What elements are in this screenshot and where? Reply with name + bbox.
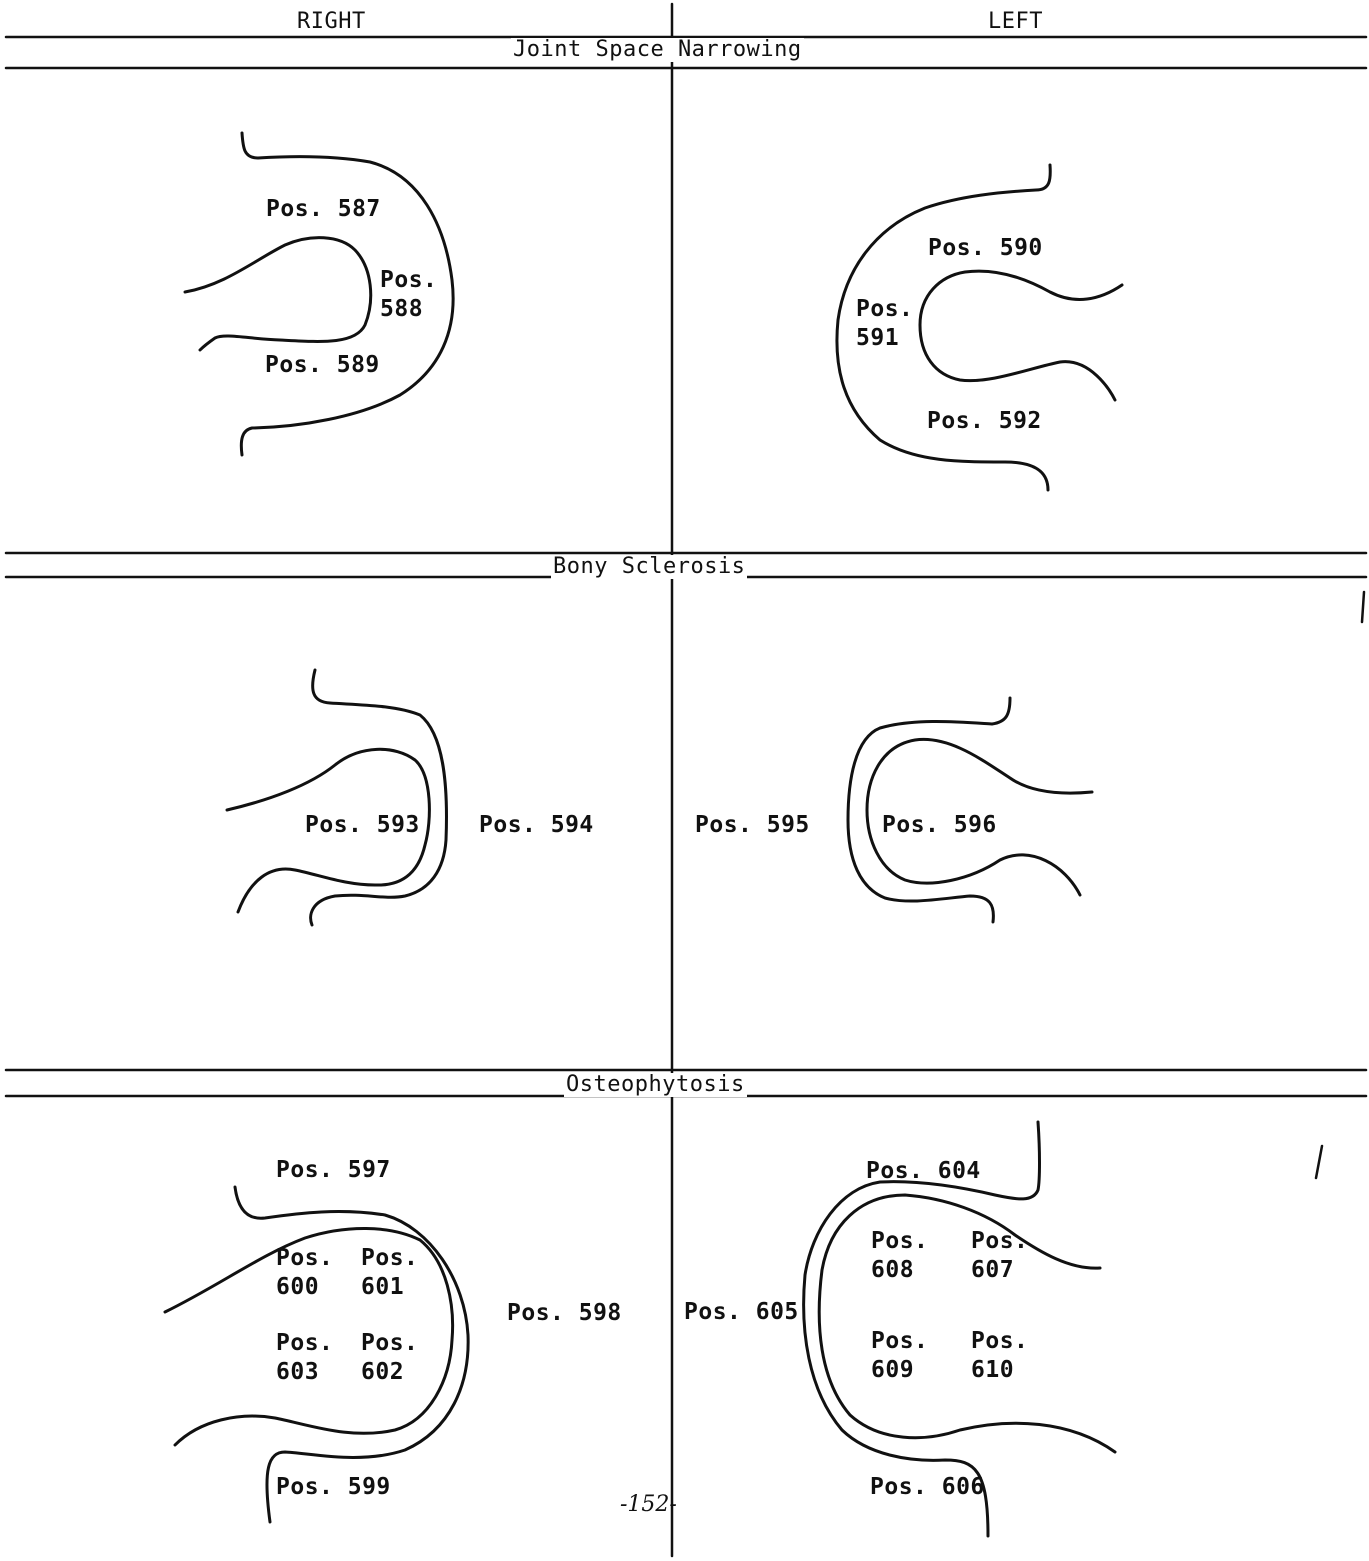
position-label-590: Pos. 590 (928, 234, 1043, 263)
column-header-left: LEFT (988, 10, 1043, 34)
scan-marks (1316, 592, 1364, 1178)
section-title-joint-space-narrowing: Joint Space Narrowing (511, 38, 804, 62)
position-label-607: Pos. 607 (971, 1227, 1028, 1285)
joint-diagram-right-sclerosis (227, 670, 447, 925)
position-label-598: Pos. 598 (507, 1299, 622, 1328)
position-label-594: Pos. 594 (479, 811, 594, 840)
position-label-588: Pos. 588 (380, 266, 437, 324)
position-label-596: Pos. 596 (882, 811, 997, 840)
position-label-593: Pos. 593 (305, 811, 420, 840)
position-label-605: Pos. 605 (684, 1298, 799, 1327)
position-label-597: Pos. 597 (276, 1156, 391, 1185)
position-label-603: Pos. 603 (276, 1329, 333, 1387)
position-label-609: Pos. 609 (871, 1327, 928, 1385)
section-title-osteophytosis: Osteophytosis (564, 1073, 747, 1097)
position-label-595: Pos. 595 (695, 811, 810, 840)
position-label-602: Pos. 602 (361, 1329, 418, 1387)
column-header-right: RIGHT (297, 10, 366, 34)
joint-diagram-left-sclerosis (848, 698, 1092, 922)
section-title-bony-sclerosis: Bony Sclerosis (551, 555, 747, 579)
position-label-604: Pos. 604 (866, 1157, 981, 1186)
position-label-591: Pos. 591 (856, 295, 913, 353)
position-label-608: Pos. 608 (871, 1227, 928, 1285)
position-label-600: Pos. 600 (276, 1244, 333, 1302)
position-label-601: Pos. 601 (361, 1244, 418, 1302)
position-label-599: Pos. 599 (276, 1473, 391, 1502)
position-label-592: Pos. 592 (927, 407, 1042, 436)
position-label-610: Pos. 610 (971, 1327, 1028, 1385)
page-number: -152- (620, 1493, 677, 1517)
position-label-587: Pos. 587 (266, 195, 381, 224)
position-label-589: Pos. 589 (265, 351, 380, 380)
position-label-606: Pos. 606 (870, 1473, 985, 1502)
